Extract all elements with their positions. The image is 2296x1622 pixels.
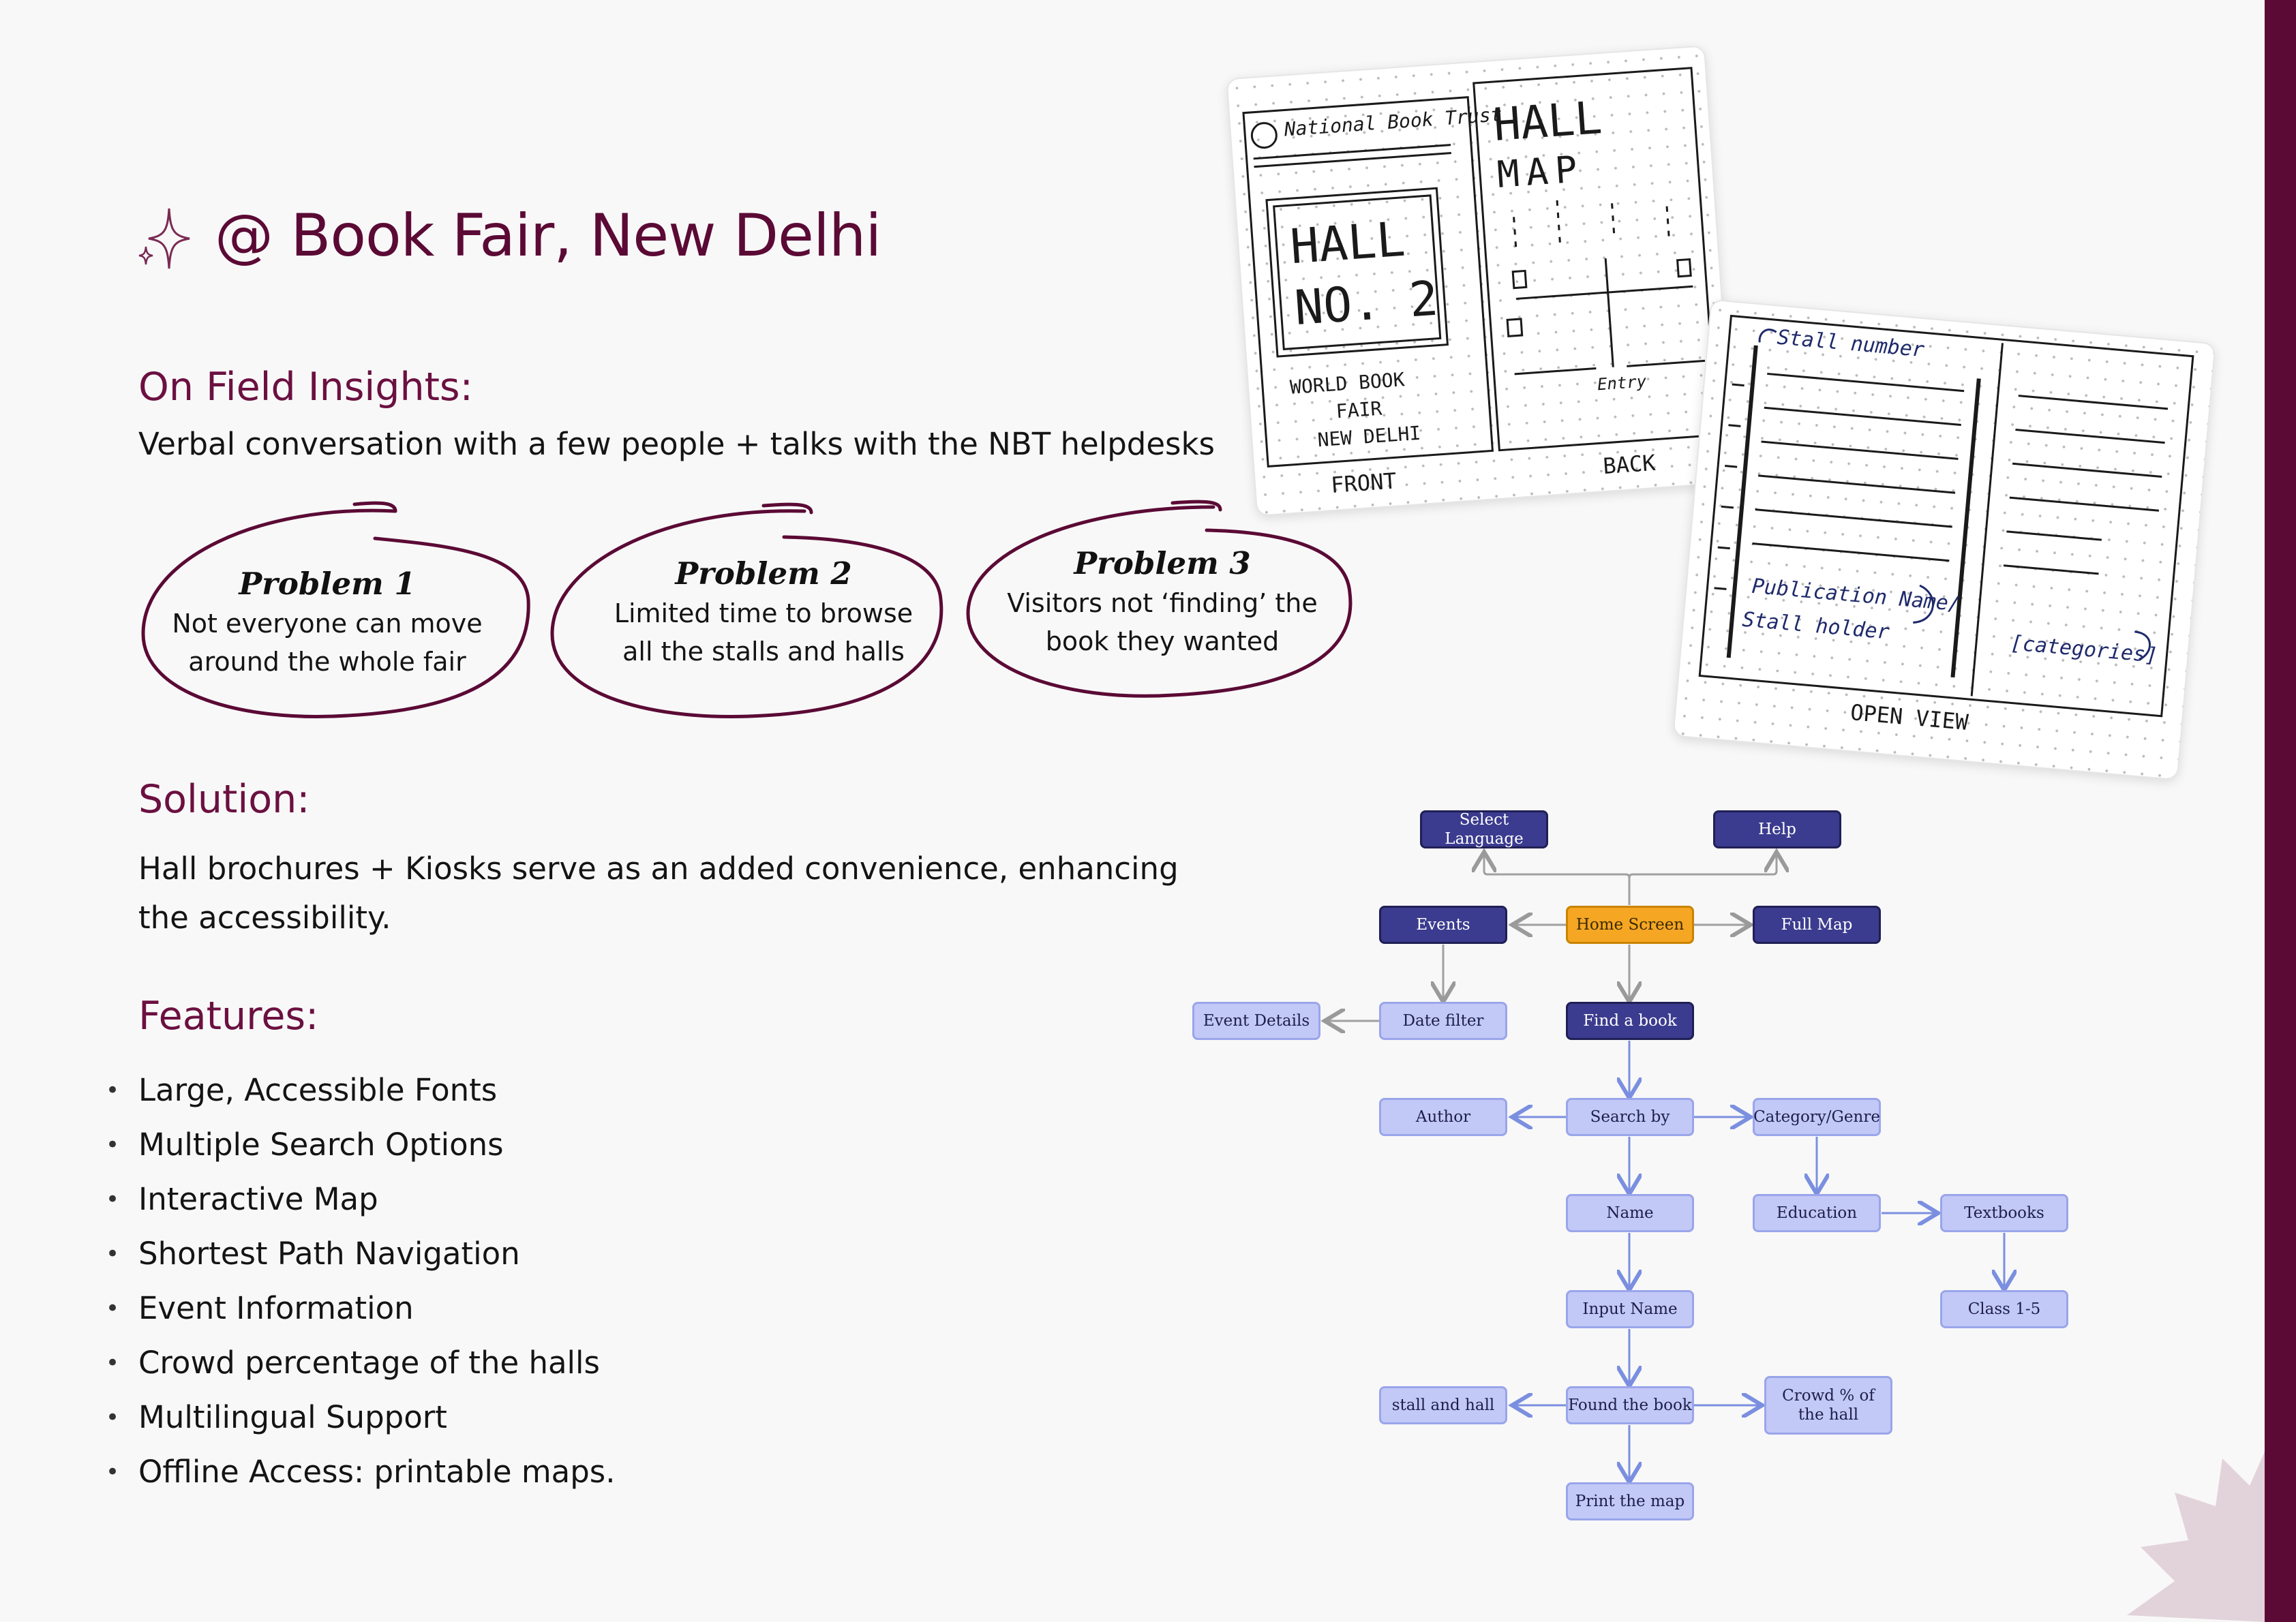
solution-line-2: the accessibility. — [138, 900, 391, 936]
problem-1-title: Problem 1 — [239, 566, 416, 602]
problem-ovals — [141, 500, 1353, 718]
problem-2: Problem 2 Limited time to browse all the… — [566, 555, 961, 671]
decorative-flower-shape — [2127, 1452, 2265, 1622]
flow-node-help: Help — [1713, 810, 1841, 848]
problem-1: Problem 1 Not everyone can move around t… — [143, 566, 511, 681]
flow-node-crowd-hall: Crowd % of the hall — [1764, 1376, 1892, 1435]
flow-node-full-map: Full Map — [1753, 906, 1881, 944]
features-heading: Features: — [138, 994, 319, 1039]
feature-item: Offline Access: printable maps. — [106, 1445, 616, 1499]
feature-item: Event Information — [106, 1281, 616, 1336]
problem-3-title: Problem 3 — [1074, 545, 1251, 581]
flow-node-search-by: Search by — [1566, 1098, 1694, 1136]
flow-node-class-1-5: Class 1-5 — [1940, 1290, 2068, 1328]
flow-node-stall-and-hall: stall and hall — [1379, 1386, 1507, 1424]
flow-node-name: Name — [1566, 1194, 1694, 1232]
flow-node-category-genre: Category/Genre — [1753, 1098, 1881, 1136]
insights-heading: On Field Insights: — [138, 365, 473, 410]
problem-3-line2: book they wanted — [1045, 626, 1280, 656]
feature-item: Multilingual Support — [106, 1390, 616, 1445]
problem-2-title: Problem 2 — [675, 555, 852, 592]
flow-node-found-the-book: Found the book — [1566, 1386, 1694, 1424]
page-title: @ Book Fair, New Delhi — [215, 202, 881, 270]
feature-item: Crowd percentage of the halls — [106, 1336, 616, 1390]
flow-node-input-name: Input Name — [1566, 1290, 1694, 1328]
flow-node-author: Author — [1379, 1098, 1507, 1136]
flow-node-print-the-map: Print the map — [1566, 1482, 1694, 1520]
brochure-sketch-image: National Book Trust HALL NO. 2 WORLD BOO… — [1226, 45, 1736, 517]
insights-text: Verbal conversation with a few people + … — [138, 426, 1215, 462]
features-list: Large, Accessible Fonts Multiple Search … — [106, 1063, 616, 1499]
sparkle-icon — [138, 208, 190, 269]
problem-2-line2: all the stalls and halls — [622, 637, 905, 667]
solution-line-1: Hall brochures + Kiosks serve as an adde… — [138, 851, 1179, 887]
problem-1-line2: around the whole fair — [188, 647, 466, 677]
feature-item: Shortest Path Navigation — [106, 1227, 616, 1281]
flow-node-date-filter: Date filter — [1379, 1002, 1507, 1040]
feature-item: Interactive Map — [106, 1172, 616, 1227]
flow-node-textbooks: Textbooks — [1940, 1194, 2068, 1232]
flow-node-events: Events — [1379, 906, 1507, 944]
problem-3-line1: Visitors not ‘finding’ the — [1007, 588, 1318, 618]
flow-node-event-details: Event Details — [1192, 1002, 1320, 1040]
open-view-sketch-lines — [1698, 314, 2194, 718]
problem-3: Problem 3 Visitors not ‘finding’ the boo… — [971, 545, 1353, 660]
feature-item: Multiple Search Options — [106, 1118, 616, 1172]
problem-2-line1: Limited time to browse — [614, 598, 913, 628]
solution-heading: Solution: — [138, 777, 310, 822]
brochure-sketch-lines — [1242, 67, 1719, 468]
open-view-sketch-image: Stall number Publication Name/ Stall hol… — [1672, 299, 2216, 781]
flow-node-select-language: Select Language — [1420, 810, 1548, 848]
flow-node-find-a-book: Find a book — [1566, 1002, 1694, 1040]
flow-node-education: Education — [1753, 1194, 1881, 1232]
feature-item: Large, Accessible Fonts — [106, 1063, 616, 1118]
flow-node-home-screen: Home Screen — [1566, 906, 1694, 944]
problem-1-line1: Not everyone can move — [172, 609, 483, 639]
right-accent-band — [2265, 0, 2296, 1622]
